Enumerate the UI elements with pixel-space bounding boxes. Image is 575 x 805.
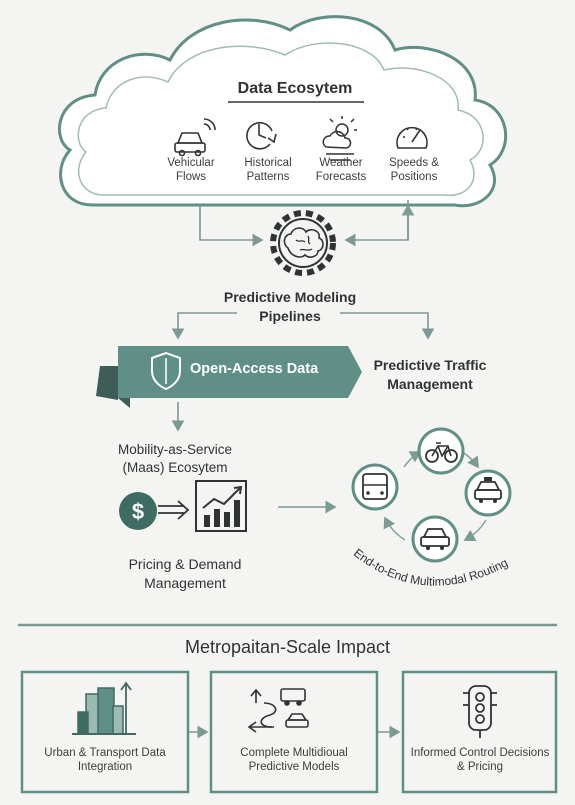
cloud-title: Data Ecosytem [237, 80, 353, 97]
impact-box-2-label: Complete Multidioual Predictive Models [240, 747, 348, 773]
data-ecosystem-cloud [57, 15, 507, 208]
car-wifi-icon [174, 118, 216, 157]
source-label-vehicular: Vehicular Flows [167, 157, 215, 183]
impact-title: Metropaitan-Scale Impact [184, 637, 391, 657]
dollar-coin-icon: $ [119, 492, 190, 530]
bus-icon [351, 463, 399, 511]
taxi-icon [464, 469, 512, 517]
brain-gear-icon [270, 210, 336, 276]
transport-modes-icon [247, 688, 309, 733]
car-icon [411, 515, 459, 563]
traffic-light-icon [463, 685, 497, 738]
svg-text:$: $ [132, 499, 144, 524]
impact-box-3-label: Informed Control Decisions & Pricing [410, 747, 550, 773]
open-access-label: Open-Access Data [190, 361, 319, 377]
shield-icon [151, 351, 181, 391]
growth-chart-icon [195, 480, 247, 532]
pipelines-label: Predictive Modeling Pipelines [223, 289, 357, 324]
traffic-label: Predictive Traffic Management [373, 357, 487, 392]
weather-sun-cloud-icon [322, 116, 357, 161]
source-label-weather: Weather Forecasts [315, 157, 367, 183]
maas-label: Mobility-as-Service (Maas) Ecosytem [117, 442, 233, 475]
open-access-ribbon [96, 346, 362, 408]
cloud-pipeline-arrows [171, 200, 435, 514]
city-buildings-icon [72, 681, 136, 735]
clock-history-icon [246, 122, 277, 150]
pricing-label: Pricing & Demand Management [128, 556, 242, 591]
bicycle-icon [417, 427, 465, 475]
impact-box-1-label: Urban & Transport Data Integration [44, 747, 166, 773]
speedometer-icon [396, 126, 428, 149]
impact-boxes [20, 670, 558, 794]
source-label-speeds: Speeds & Positions [389, 157, 439, 183]
source-label-historical: Historical Patterns [244, 157, 292, 183]
